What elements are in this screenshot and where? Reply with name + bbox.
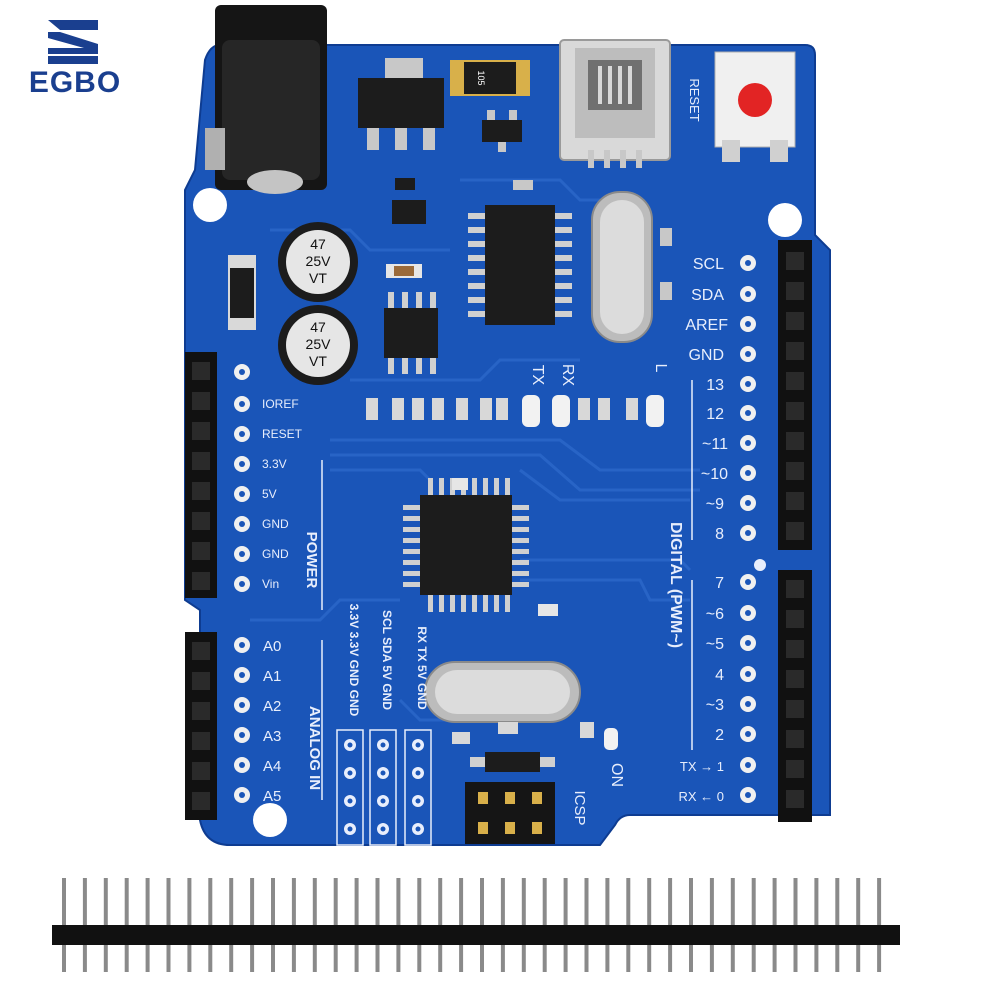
pin-label-a1: A1 [263,668,281,685]
pin-label-sda: SDA [691,287,724,304]
fuse-label: 105 [476,70,486,85]
l-led-label: L [652,364,669,373]
pin-label-gnd-1: GND [262,517,289,531]
fuse: 105 [450,60,530,96]
pin-label-6: ~6 [706,606,724,623]
pin-label-rx0: RX ← 0 [678,789,724,804]
logo-mark-icon [48,20,98,64]
pin-label-5v: 5V [262,487,277,501]
smd-components-top [386,178,672,300]
smd-components-bottom: ON [452,722,625,787]
pin-label-12: 12 [706,406,724,423]
digital-bottom-pin-labels: 7 ~6 ~5 4 ~3 2 TX → 1 RX ← 0 [678,575,724,804]
capacitor-1-value: 47 [310,236,326,252]
pin-label-3v3: 3.3V [262,457,287,471]
pin-label-a4: A4 [263,758,281,775]
right-header-bottom [778,570,812,822]
pin-label-scl: SCL [693,256,724,273]
pin-label-reset: RESET [262,427,303,441]
expansion-pads: 3.3V 3.3V GND GND SCL SDA 5V GND RX TX 5… [336,604,432,846]
crystal-top [591,191,653,343]
pin-label-a5: A5 [263,788,281,805]
pin-label-10: ~10 [701,466,728,483]
power-pin-labels: IOREF RESET 3.3V 5V GND GND Vin [262,397,303,591]
capacitor-1-series: VT [309,270,327,286]
rx-led-label: RX [559,364,576,387]
icsp-label: ICSP [571,790,588,825]
left-header-power [185,352,217,598]
reset-label: RESET [687,78,702,121]
capacitor-1: 47 25V VT [278,222,358,302]
icsp-header: ICSP [465,782,588,844]
on-led-label: ON [608,763,625,787]
power-title: POWER [303,532,320,589]
pin-label-gnd-2: GND [262,547,289,561]
pin-label-vin: Vin [262,577,279,591]
pin-label-a3: A3 [263,728,281,745]
pin-label-ioref: IOREF [262,397,299,411]
expansion-label-col1: 3.3V 3.3V GND GND [347,604,361,717]
capacitor-2: 47 25V VT [278,305,358,385]
voltage-regulator [358,58,444,150]
pin-label-a2: A2 [263,698,281,715]
brand-name: EGBO [28,66,122,99]
right-header-top [778,240,812,550]
left-header-analog [185,632,217,820]
mounting-holes [193,188,802,837]
pin-label-7: 7 [715,575,724,592]
pin-label-5: ~5 [706,636,724,653]
capacitor-2-value: 47 [310,319,326,335]
reset-button: RESET [687,51,796,162]
pin-label-gnd: GND [688,347,724,364]
crystal-bottom [424,661,581,723]
pin-label-13: 13 [706,377,724,394]
dc-power-jack [205,5,327,194]
microcontroller [403,478,558,616]
expansion-label-col3: RX TX 5V GND [415,626,429,710]
pin-label-aref: AREF [685,317,728,334]
digital-title: DIGITAL (PWM~) [667,522,684,648]
tx-led-label: TX [529,365,546,386]
analog-title: ANALOG IN [306,706,323,790]
pin-label-11: ~11 [702,436,728,453]
digital-top-pin-labels: SCL SDA AREF GND 13 12 ~11 ~10 ~9 8 [685,256,728,543]
pin-label-3: ~3 [706,697,724,714]
usb-serial-chip [468,205,572,325]
capacitor-2-series: VT [309,353,327,369]
brand-logo: EGBO [0,8,150,100]
capacitor-2-voltage: 25V [306,336,332,352]
pin-header-strip [52,878,900,972]
left-pad-holes [239,369,245,798]
analog-pin-labels: A0 A1 A2 A3 A4 A5 [263,638,281,805]
pin-label-4: 4 [715,667,724,684]
pin-label-9: ~9 [706,496,724,513]
transistor [482,110,522,152]
right-pad-holes [745,260,751,798]
pin-label-a0: A0 [263,638,281,655]
capacitor-1-voltage: 25V [306,253,332,269]
led-row: TX RX L [366,364,669,427]
expansion-label-col2: SCL SDA 5V GND [380,610,394,710]
mini-usb-connector [559,39,671,168]
pin-label-8: 8 [715,526,724,543]
soic-chip [384,292,438,374]
pin-label-2: 2 [715,727,724,744]
diode [228,255,256,330]
pin-label-tx1: TX → 1 [680,759,724,774]
